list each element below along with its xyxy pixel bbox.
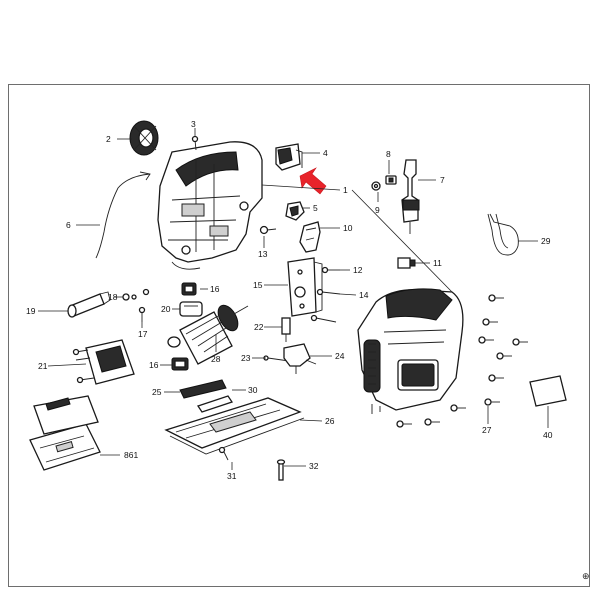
part-jigsaw-body xyxy=(357,288,464,414)
part-screw-31 xyxy=(218,446,229,461)
part-switch-4 xyxy=(275,143,303,171)
frame-corner-marker: ⊕ xyxy=(582,571,590,581)
part-screw-3 xyxy=(191,135,199,151)
part-brush-16-lower xyxy=(171,357,189,371)
callout-18: 18 xyxy=(108,292,118,302)
part-speed-wheel xyxy=(129,120,159,156)
callout-7: 7 xyxy=(440,175,445,185)
callout-28: 28 xyxy=(211,354,221,364)
part-bracket-24 xyxy=(283,343,317,374)
part-tube-19 xyxy=(67,291,111,318)
part-connector-11 xyxy=(397,257,416,269)
part-screw-13 xyxy=(259,225,277,235)
part-nut-18 xyxy=(122,293,137,301)
callout-13: 13 xyxy=(258,249,268,259)
callout-12: 12 xyxy=(353,265,363,275)
part-label-40 xyxy=(529,375,567,407)
part-bracket-10 xyxy=(299,221,321,253)
callout-17: 17 xyxy=(138,329,148,339)
part-cable-6 xyxy=(95,171,151,259)
callout-24: 24 xyxy=(335,351,345,361)
part-nut-8 xyxy=(385,175,397,185)
part-screw-32 xyxy=(276,459,286,481)
part-blade-guide-25 xyxy=(179,379,227,399)
callout-5: 5 xyxy=(313,203,318,213)
diagram-frame xyxy=(8,84,590,587)
callout-22: 22 xyxy=(254,322,264,332)
part-holder-20 xyxy=(179,301,203,317)
callout-27: 27 xyxy=(482,425,492,435)
callout-21: 21 xyxy=(38,361,48,371)
part-stator-21 xyxy=(72,339,135,385)
part-plunger-7 xyxy=(401,159,420,234)
callout-4: 4 xyxy=(323,148,328,158)
callout-6: 6 xyxy=(66,220,71,230)
part-clip-22 xyxy=(281,317,291,342)
part-screw-14 xyxy=(310,288,341,323)
callout-31: 31 xyxy=(227,471,237,481)
part-pin-12 xyxy=(321,266,340,274)
part-armature-28 xyxy=(167,304,249,365)
part-brush-16-upper xyxy=(181,282,197,296)
callout-19: 19 xyxy=(26,306,36,316)
callout-25: 25 xyxy=(152,387,162,397)
part-screw-17 xyxy=(138,288,150,322)
part-base-shoe-26 xyxy=(164,397,305,455)
highlight-arrow-shape xyxy=(299,167,327,195)
callout-16-upper: 16 xyxy=(210,284,220,294)
callout-3: 3 xyxy=(191,119,196,129)
callout-20: 20 xyxy=(161,304,171,314)
callout-26: 26 xyxy=(325,416,335,426)
part-lever-30 xyxy=(196,395,234,413)
callout-labels: 2 3 4 8 7 1 9 5 6 10 29 13 11 12 15 14 1… xyxy=(26,119,553,481)
callout-29: 29 xyxy=(541,236,551,246)
callout-15: 15 xyxy=(253,280,263,290)
part-plate-15 xyxy=(287,257,323,317)
part-carry-case-861 xyxy=(29,395,101,471)
callout-11: 11 xyxy=(433,258,442,268)
leader-lines xyxy=(38,128,549,470)
callout-2: 2 xyxy=(106,134,111,144)
callout-14: 14 xyxy=(359,290,369,300)
callout-16-lower: 16 xyxy=(149,360,159,370)
callout-40: 40 xyxy=(543,430,553,440)
part-screws-27 xyxy=(396,294,528,428)
part-switch-5 xyxy=(285,201,305,221)
callout-1: 1 xyxy=(343,185,348,195)
callout-30: 30 xyxy=(248,385,258,395)
callout-861: 861 xyxy=(124,450,138,460)
callout-8: 8 xyxy=(386,149,391,159)
callout-9: 9 xyxy=(375,205,380,215)
part-washer-9 xyxy=(371,181,381,191)
highlight-arrow xyxy=(299,167,327,195)
callout-32: 32 xyxy=(309,461,319,471)
part-wire-clip-29 xyxy=(487,213,519,256)
part-housing-left-half xyxy=(157,141,263,270)
callout-10: 10 xyxy=(343,223,353,233)
callout-23: 23 xyxy=(241,353,251,363)
